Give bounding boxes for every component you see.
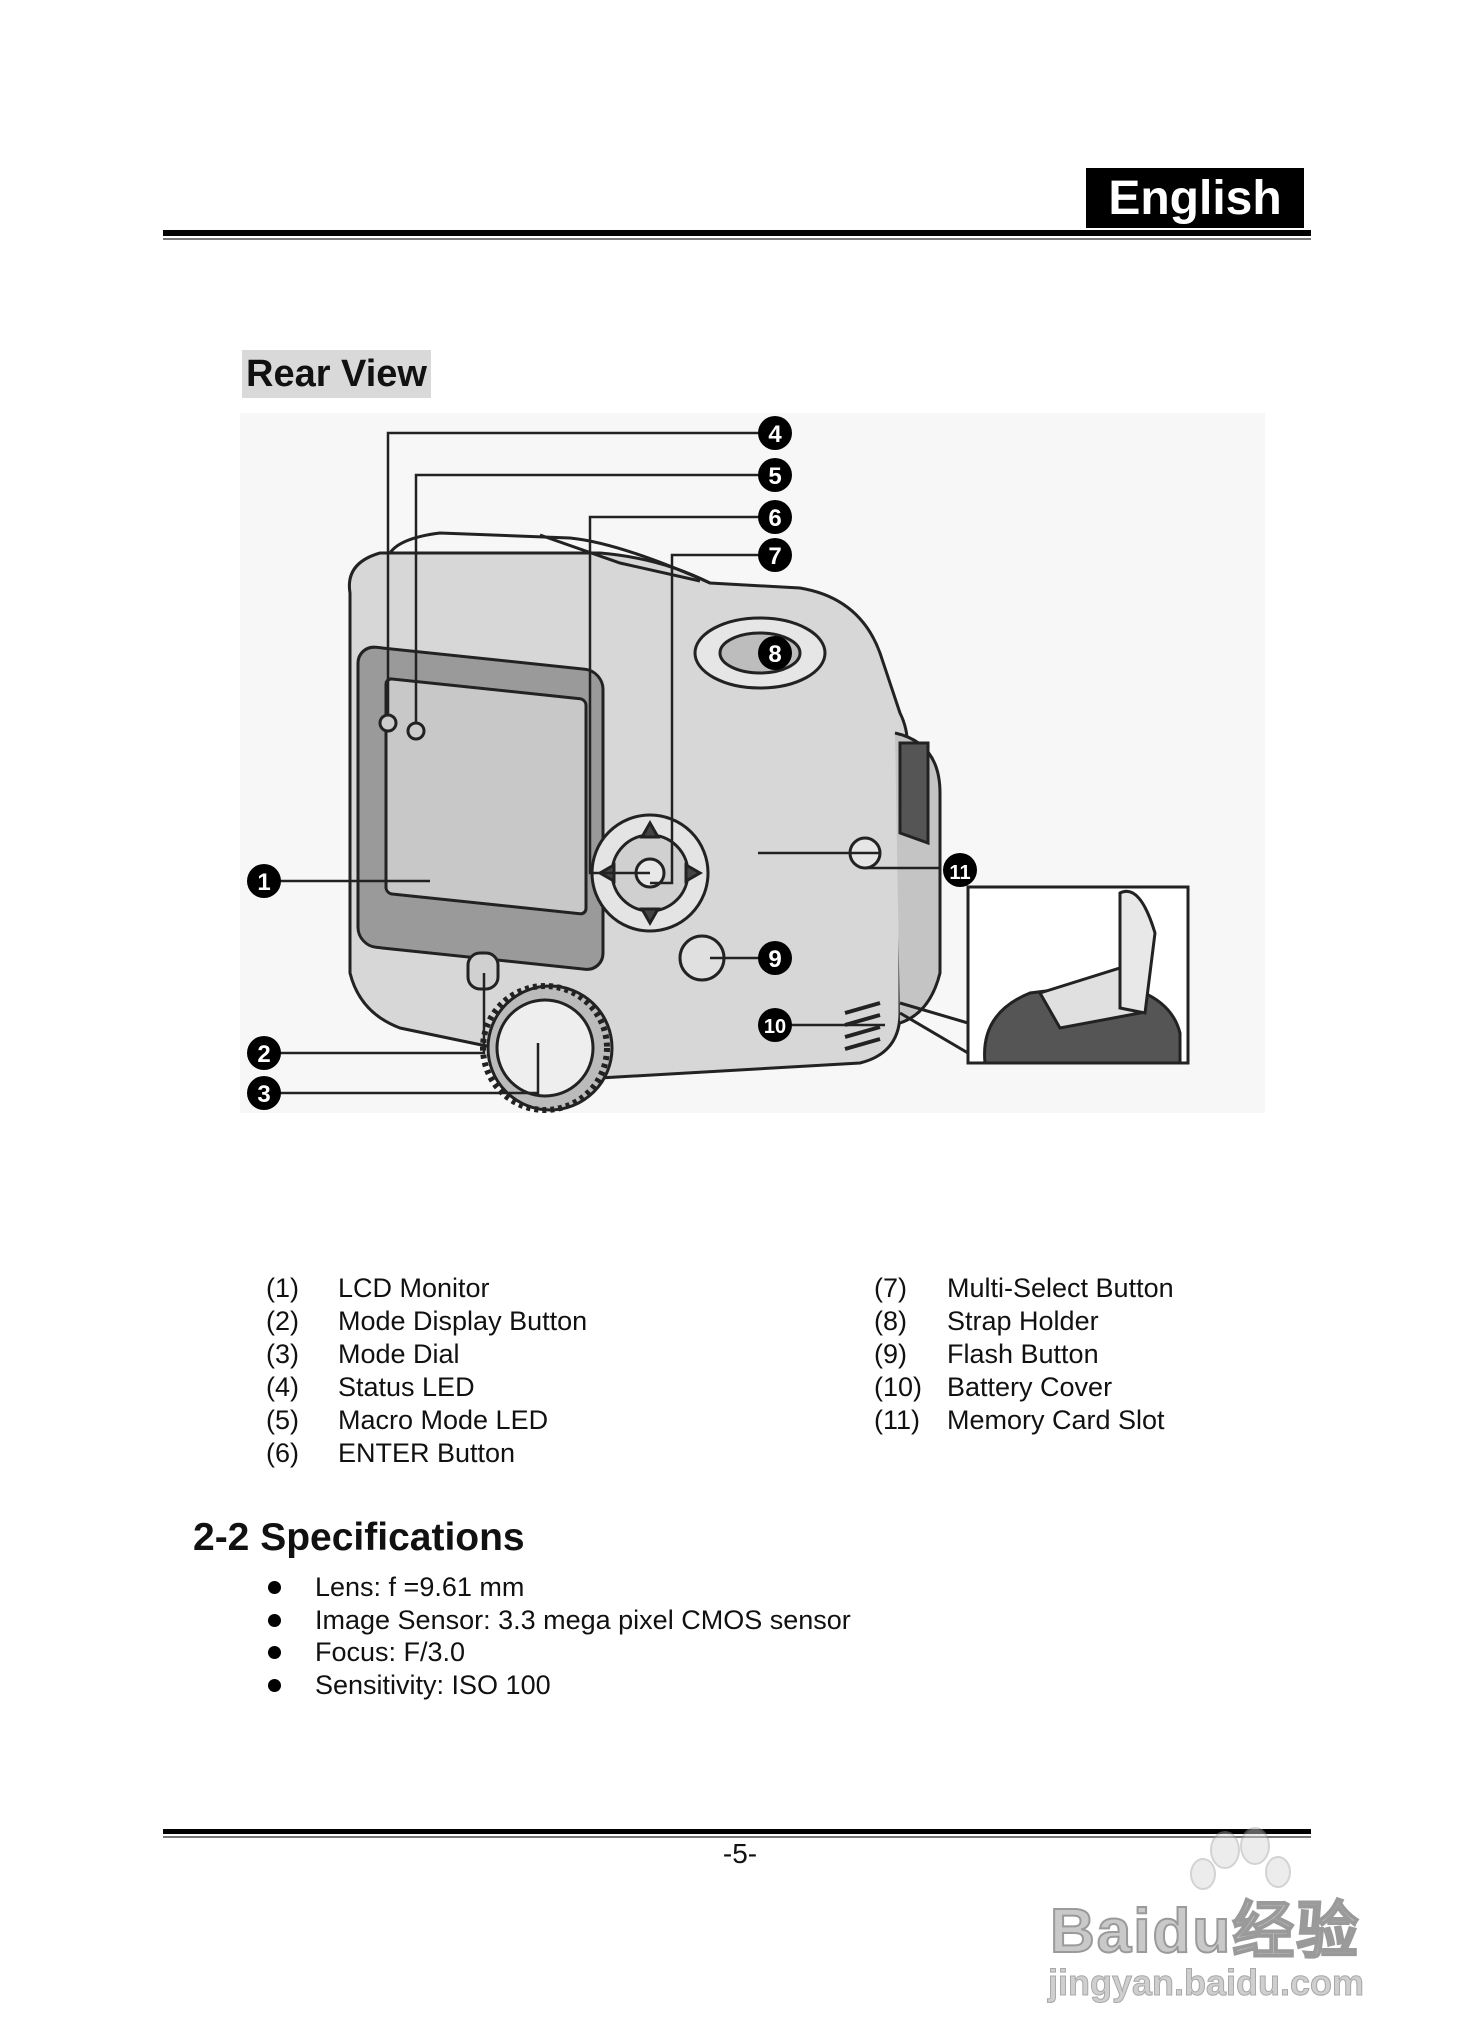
header-rule: [163, 230, 1311, 236]
bullet-icon: [268, 1646, 281, 1659]
footer-rule: [163, 1829, 1311, 1834]
callout-7: 7: [758, 538, 792, 572]
part-number: (6): [266, 1438, 299, 1468]
svg-text:8: 8: [768, 641, 781, 668]
part-label: Battery Cover: [947, 1372, 1113, 1402]
svg-text:1: 1: [257, 869, 270, 896]
parts-list-right: (7) Multi-Select Button (8) Strap Holder (…: [874, 1272, 1354, 1437]
spec-text: Sensitivity: ISO 100: [315, 1669, 551, 1700]
mode-dial: [480, 983, 614, 1113]
part-number: (4): [266, 1372, 299, 1402]
macro-mode-led: [406, 721, 426, 741]
part-label: Flash Button: [947, 1339, 1099, 1369]
part-number: (9): [874, 1339, 907, 1369]
part-label: LCD Monitor: [338, 1273, 490, 1303]
callout-leaders: [266, 431, 942, 1095]
spec-text: Focus: F/3.0: [315, 1637, 466, 1667]
part-label: Multi-Select Button: [947, 1273, 1174, 1303]
list-item: (7) Multi-Select Button: [874, 1272, 1354, 1305]
part-number: (5): [266, 1405, 299, 1435]
part-number: (7): [874, 1273, 907, 1303]
part-label: Mode Display Button: [338, 1306, 588, 1336]
list-item: (4) Status LED: [266, 1371, 766, 1404]
callout-3: 3: [247, 1076, 281, 1110]
lcd-monitor: [356, 645, 605, 971]
memory-card-slot-inset: [899, 885, 1190, 1065]
svg-text:2: 2: [257, 1041, 270, 1068]
part-label: Status LED: [338, 1372, 475, 1402]
list-item: (6) ENTER Button: [266, 1437, 766, 1470]
list-item: (9) Flash Button: [874, 1338, 1354, 1371]
callout-9: 9: [758, 941, 792, 975]
svg-text:3: 3: [257, 1081, 270, 1108]
callout-1: 1: [247, 864, 281, 898]
part-label: ENTER Button: [338, 1438, 516, 1468]
spec-text: Image Sensor: 3.3 mega pixel CMOS sensor: [315, 1604, 851, 1635]
watermark-url: jingyan.baidu.com: [1047, 1962, 1365, 2004]
part-label: Memory Card Slot: [947, 1405, 1165, 1435]
spec-text: Lens: f =9.61 mm: [315, 1572, 525, 1602]
svg-text:5: 5: [768, 463, 781, 490]
watermark-paw-icon: [1190, 1827, 1291, 1890]
page-number: -5-: [722, 1838, 758, 1869]
callout-2: 2: [247, 1036, 281, 1070]
callout-6: 6: [758, 500, 792, 534]
camera-rear-view-figure: 4 5 6 7 8 1 9 11 10 2 3: [240, 413, 1265, 1113]
svg-text:4: 4: [768, 421, 782, 448]
part-number: (8): [874, 1306, 907, 1336]
svg-text:11: 11: [949, 862, 970, 884]
part-number: (11): [874, 1405, 921, 1435]
callout-10: 10: [758, 1008, 792, 1042]
svg-text:10: 10: [764, 1016, 786, 1038]
bullet-icon: [268, 1613, 281, 1627]
rear-view-heading: Rear View: [242, 350, 431, 398]
list-item: (10) Battery Cover: [874, 1371, 1354, 1404]
part-number: (3): [266, 1339, 299, 1369]
bullet-icon: [268, 1678, 281, 1692]
part-label: Strap Holder: [947, 1306, 1099, 1336]
battery-cover: [844, 1001, 881, 1051]
list-item: (5) Macro Mode LED: [266, 1404, 766, 1437]
list-item: (2) Mode Display Button: [266, 1305, 766, 1338]
callout-8: 8: [758, 636, 792, 670]
list-item: (3) Mode Dial: [266, 1338, 766, 1371]
status-led: [378, 713, 398, 733]
svg-text:7: 7: [768, 543, 781, 570]
footer-rule-shadow: [163, 1836, 1311, 1838]
part-number: (2): [266, 1306, 299, 1336]
parts-list-left: (1) LCD Monitor (2) Mode Display Button (3…: [266, 1272, 766, 1470]
svg-text:6: 6: [768, 505, 781, 532]
header-rule-shadow: [163, 238, 1311, 240]
callout-4: 4: [758, 416, 792, 450]
language-tab: English: [1086, 168, 1304, 228]
part-number: (1): [266, 1273, 299, 1303]
list-item: (8) Strap Holder: [874, 1305, 1354, 1338]
list-item: (11) Memory Card Slot: [874, 1404, 1354, 1437]
part-label: Mode Dial: [338, 1339, 460, 1369]
svg-text:9: 9: [768, 946, 781, 973]
bullet-icon: [268, 1581, 281, 1594]
callout-11: 11: [943, 853, 977, 887]
part-label: Macro Mode LED: [338, 1405, 549, 1435]
specifications-heading: 2-2 Specifications: [193, 1516, 525, 1559]
part-number: (10): [874, 1372, 923, 1402]
watermark-brand: Baidu经验: [1049, 1896, 1361, 1967]
callout-5: 5: [758, 458, 792, 492]
list-item: (1) LCD Monitor: [266, 1272, 766, 1305]
